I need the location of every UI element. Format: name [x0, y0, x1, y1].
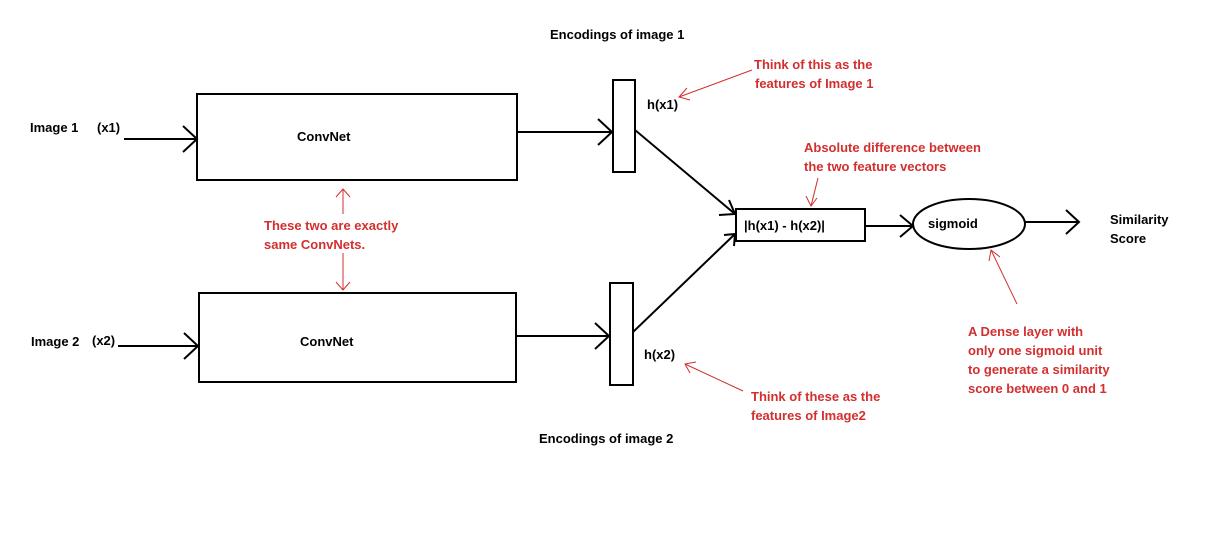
features1-annotation-line2: features of Image 1: [755, 76, 874, 91]
encoding2-to-diff-arrow-head: [723, 232, 737, 247]
input-arrow-1-head: [182, 125, 199, 153]
convnet-top-box: [196, 93, 518, 181]
encodings1-title: Encodings of image 1: [550, 27, 685, 42]
convnet-bottom-box: [198, 292, 517, 383]
x1-label: (x1): [97, 120, 121, 135]
dense-annotation-arrow-head: [988, 249, 1001, 262]
convnet-bottom-label: ConvNet: [300, 334, 354, 349]
features2-annotation-arrow-head: [684, 361, 697, 374]
convnet-to-encoding-arrow-2-head: [594, 322, 611, 350]
encoding2-to-diff-arrow: [632, 233, 736, 333]
sigmoid-node: [912, 198, 1026, 250]
input-arrow-2-head: [183, 332, 200, 360]
features1-annotation-line1: Think of this as the: [754, 57, 873, 72]
features1-annotation-arrow-head: [678, 87, 691, 101]
features2-annotation-line2: features of Image2: [751, 408, 866, 423]
sigmoid-label: sigmoid: [928, 216, 978, 231]
image2-label: Image 2: [31, 334, 80, 349]
sigmoid-to-output-arrow-head: [1065, 209, 1081, 235]
features1-annotation-arrow: [678, 69, 753, 98]
encodings2-title: Encodings of image 2: [539, 431, 674, 446]
similarity-label-line2: Score: [1110, 231, 1147, 246]
similarity-label-line1: Similarity: [1110, 212, 1169, 227]
dense-annotation-arrow: [990, 249, 1018, 305]
dense-annotation-line2: only one sigmoid unit: [968, 343, 1103, 358]
encoding-vector-1: [612, 79, 636, 173]
hx1-label: h(x1): [647, 97, 679, 112]
features2-annotation-arrow: [684, 363, 744, 392]
convnet-top-label: ConvNet: [297, 129, 351, 144]
absdiff-annotation-arrow-head: [805, 195, 818, 207]
encoding1-to-diff-arrow-head: [718, 199, 737, 216]
diff-to-sigmoid-arrow-head: [899, 214, 915, 238]
absdiff-annotation-line2: the two feature vectors: [804, 159, 947, 174]
difference-label: |h(x1) - h(x2)|: [744, 218, 825, 233]
same-convnets-annotation-line2: same ConvNets.: [264, 237, 366, 252]
dense-annotation-line3: to generate a similarity: [968, 362, 1110, 377]
dense-annotation-line4: score between 0 and 1: [968, 381, 1107, 396]
encoding-vector-2: [609, 282, 634, 386]
encoding1-to-diff-arrow: [634, 129, 736, 215]
same-convnets-arrow-down-head: [335, 281, 351, 291]
absdiff-annotation-line1: Absolute difference between: [804, 140, 981, 155]
convnet-to-encoding-arrow-1-head: [597, 118, 614, 146]
image1-label: Image 1: [30, 120, 79, 135]
absdiff-annotation-arrow: [810, 177, 819, 207]
hx2-label: h(x2): [644, 347, 676, 362]
same-convnets-annotation-line1: These two are exactly: [264, 218, 399, 233]
same-convnets-arrow-up-head: [335, 188, 351, 198]
x2-label: (x2): [92, 333, 116, 348]
dense-annotation-line1: A Dense layer with: [968, 324, 1084, 339]
features2-annotation-line1: Think of these as the: [751, 389, 881, 404]
